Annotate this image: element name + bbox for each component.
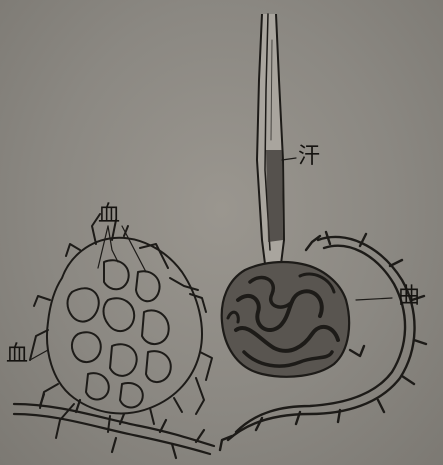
label-coil: 曲 <box>398 286 420 308</box>
label-capillary-top: 血 <box>98 204 120 226</box>
sweat-duct <box>257 14 284 272</box>
label-duct: 汗 <box>298 146 320 168</box>
label-capillary-left: 血 <box>6 344 28 366</box>
capillary-network <box>30 214 212 438</box>
base-vessel <box>14 394 214 458</box>
coiled-gland <box>222 262 349 377</box>
